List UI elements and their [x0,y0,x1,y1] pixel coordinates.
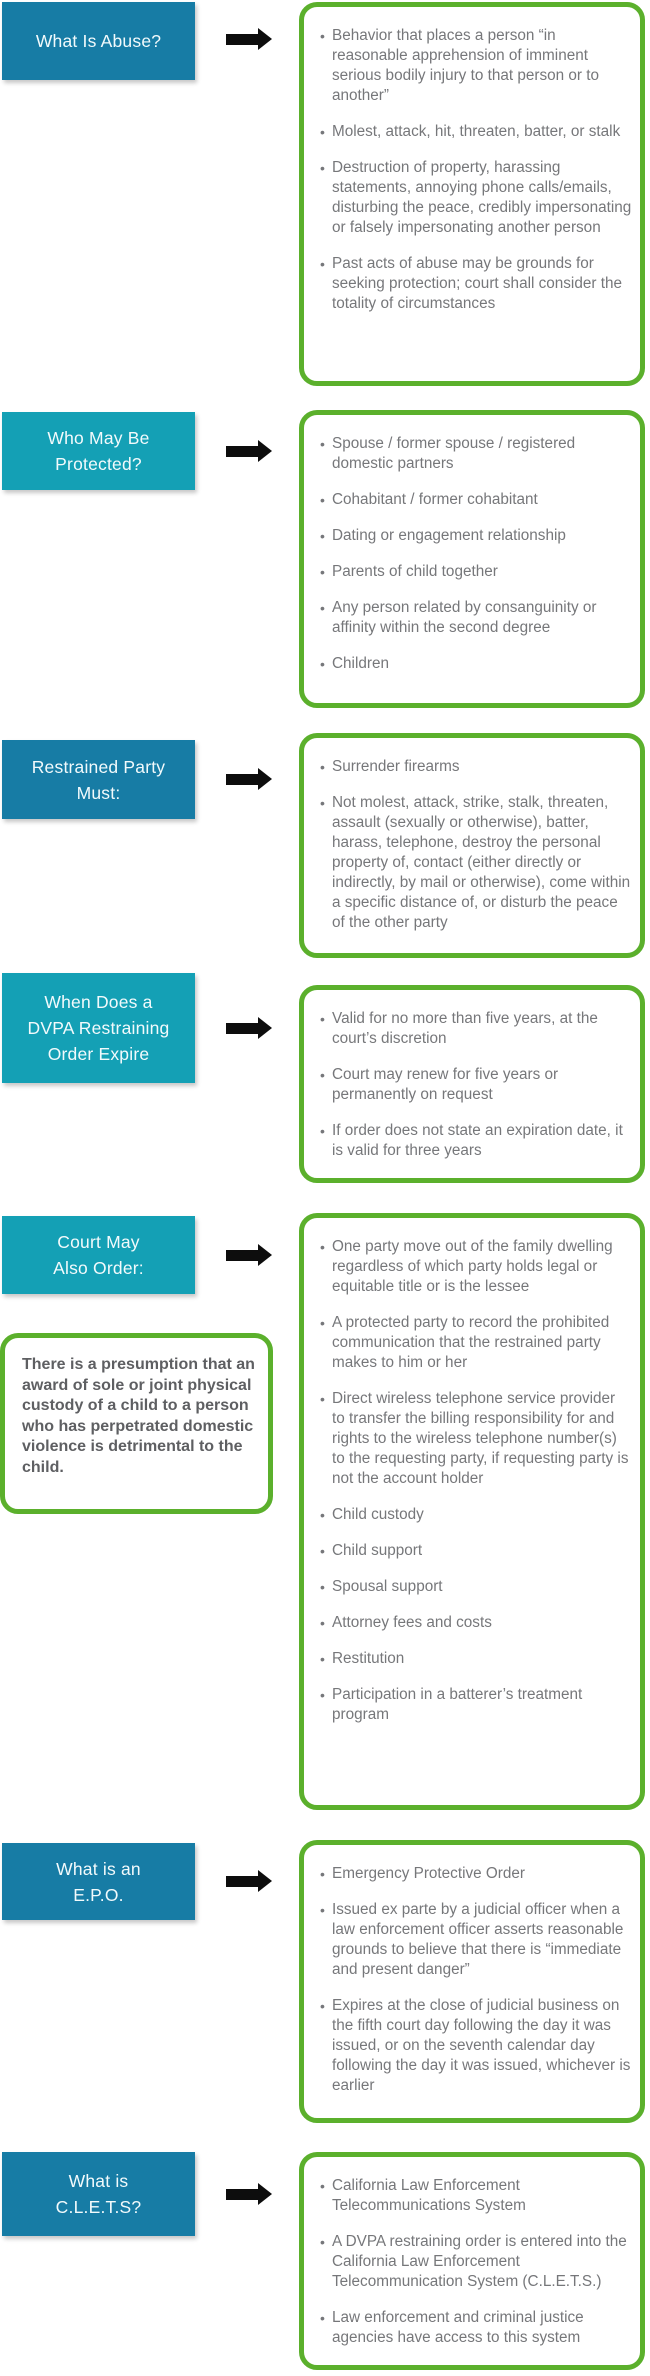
heading-box-who-may-be-protected: Who May Be Protected? [2,412,195,490]
bullet-list: Behavior that places a person “in reason… [320,26,632,314]
presumption-note: There is a presumption that an award of … [0,1333,273,1514]
heading-box-restrained-party-must: Restrained Party Must: [2,740,195,819]
arrow-bar [226,445,259,457]
bullet-item: Valid for no more than five years, at th… [320,1009,632,1049]
bullet-item: Direct wireless telephone service provid… [320,1389,632,1489]
arrow-head [258,1017,272,1039]
bullet-item: Participation in a batterer’s treatment … [320,1685,632,1725]
bullet-item: Court may renew for five years or perman… [320,1065,632,1105]
arrow-head [258,1870,272,1892]
right-arrow-icon [226,1017,272,1039]
bullet-item: Spouse / former spouse / registered dome… [320,434,632,474]
bullet-item: Destruction of property, harassing state… [320,158,632,238]
content-box-who-may-be-protected: Spouse / former spouse / registered dome… [299,410,645,708]
bullet-item: Spousal support [320,1577,632,1597]
section-heading: When Does a DVPA Restraining Order Expir… [27,992,170,1064]
bullet-item: If order does not state an expiration da… [320,1121,632,1161]
arrow-head [258,768,272,790]
section-heading: What is C.L.E.T.S? [55,2171,142,2217]
bullet-item: Children [320,654,632,674]
heading-box-what-is-abuse: What Is Abuse? [2,2,195,80]
bullet-item: Restitution [320,1649,632,1669]
arrow-bar [226,33,259,45]
bullet-list: Spouse / former spouse / registered dome… [320,434,632,674]
arrow-bar [226,1022,259,1034]
arrow-head [258,28,272,50]
right-arrow-icon [226,440,272,462]
arrow-bar [226,1249,259,1261]
right-arrow-icon [226,1870,272,1892]
bullet-item: Expires at the close of judicial busines… [320,1996,632,2096]
bullet-item: Emergency Protective Order [320,1864,632,1884]
arrow-bar [226,1875,259,1887]
arrow-head [258,1244,272,1266]
heading-box-what-is-clets: What is C.L.E.T.S? [2,2152,195,2236]
bullet-item: Dating or engagement relationship [320,526,632,546]
bullet-item: A DVPA restraining order is entered into… [320,2232,632,2292]
content-box-dvpa-order-expire: Valid for no more than five years, at th… [299,985,645,1183]
bullet-item: One party move out of the family dwellin… [320,1237,632,1297]
heading-box-court-may-also-order: Court May Also Order: [2,1216,195,1294]
heading-box-dvpa-order-expire: When Does a DVPA Restraining Order Expir… [2,973,195,1083]
right-arrow-icon [226,2183,272,2205]
bullet-list: California Law Enforcement Telecommunica… [320,2176,632,2348]
bullet-item: Child support [320,1541,632,1561]
bullet-list: Emergency Protective OrderIssued ex part… [320,1864,632,2096]
bullet-item: Law enforcement and criminal justice age… [320,2308,632,2348]
bullet-item: Not molest, attack, strike, stalk, threa… [320,793,632,933]
bullet-item: California Law Enforcement Telecommunica… [320,2176,632,2216]
bullet-item: A protected party to record the prohibit… [320,1313,632,1373]
right-arrow-icon [226,28,272,50]
bullet-item: Past acts of abuse may be grounds for se… [320,254,632,314]
bullet-list: Surrender firearmsNot molest, attack, st… [320,757,632,933]
heading-box-what-is-an-epo: What is an E.P.O. [2,1843,195,1920]
section-heading: What is an E.P.O. [56,1858,141,1905]
section-heading: Restrained Party Must: [31,756,166,803]
arrow-head [258,440,272,462]
bullet-item: Parents of child together [320,562,632,582]
bullet-item: Issued ex parte by a judicial officer wh… [320,1900,632,1980]
bullet-item: Attorney fees and costs [320,1613,632,1633]
bullet-item: Molest, attack, hit, threaten, batter, o… [320,122,632,142]
bullet-item: Any person related by consanguinity or a… [320,598,632,638]
bullet-item: Cohabitant / former cohabitant [320,490,632,510]
arrow-bar [226,773,259,785]
section-heading: Court May Also Order: [53,1232,144,1278]
bullet-item: Surrender firearms [320,757,632,777]
bullet-item: Behavior that places a person “in reason… [320,26,632,106]
content-box-what-is-clets: California Law Enforcement Telecommunica… [299,2152,645,2370]
right-arrow-icon [226,768,272,790]
content-box-restrained-party-must: Surrender firearmsNot molest, attack, st… [299,733,645,958]
section-heading: Who May Be Protected? [47,428,150,474]
arrow-head [258,2183,272,2205]
content-box-court-may-also-order: One party move out of the family dwellin… [299,1213,645,1810]
content-box-what-is-an-epo: Emergency Protective OrderIssued ex part… [299,1840,645,2123]
section-heading: What Is Abuse? [35,31,162,51]
bullet-list: One party move out of the family dwellin… [320,1237,632,1725]
arrow-bar [226,2188,259,2200]
bullet-item: Child custody [320,1505,632,1525]
content-box-what-is-abuse: Behavior that places a person “in reason… [299,2,645,386]
bullet-list: Valid for no more than five years, at th… [320,1009,632,1161]
right-arrow-icon [226,1244,272,1266]
